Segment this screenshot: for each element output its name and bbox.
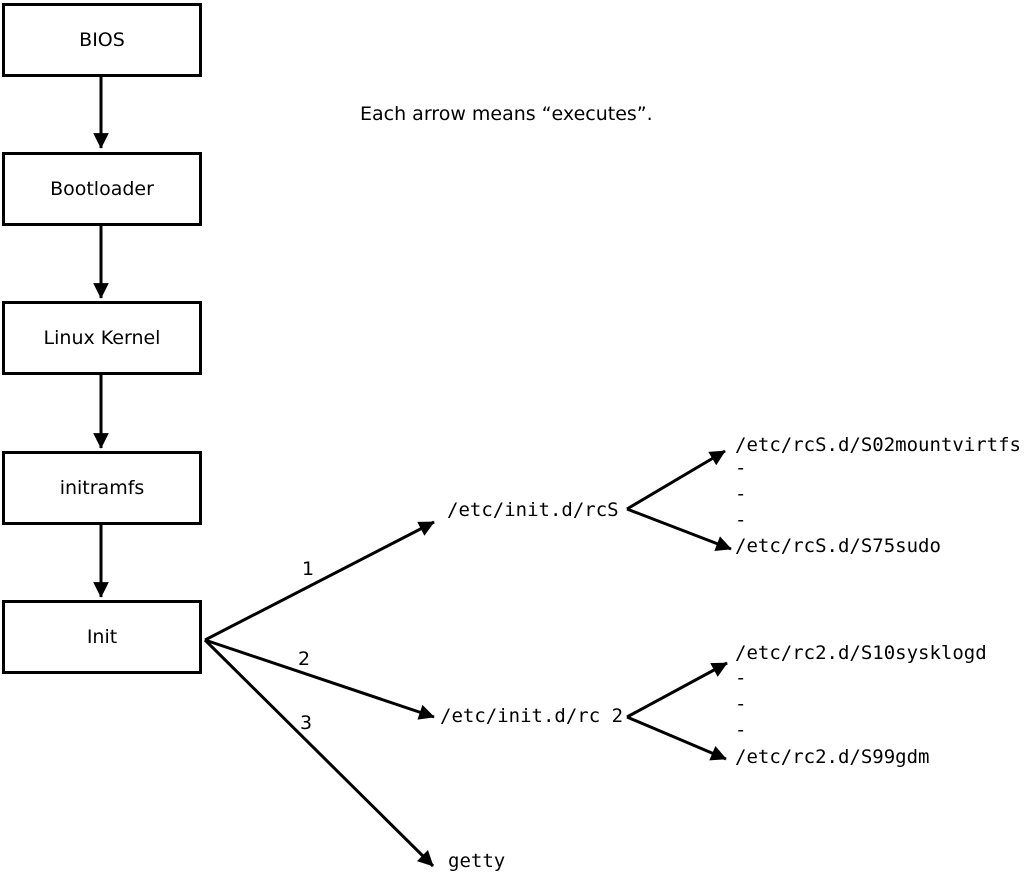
node-init-label: Init bbox=[86, 625, 118, 648]
node-rc2-ellipsis-2: - bbox=[735, 693, 747, 715]
node-initramfs-label: initramfs bbox=[59, 476, 145, 499]
arrow-init-to-rcs bbox=[204, 520, 435, 642]
arrow-rc2-to-s99gdm bbox=[626, 715, 727, 761]
node-rc2-child-s10sysklogd: /etc/rc2.d/S10sysklogd bbox=[735, 642, 987, 664]
node-init: Init bbox=[2, 600, 202, 674]
node-rcs-ellipsis-2: - bbox=[735, 483, 747, 505]
node-rcs-ellipsis-3: - bbox=[735, 509, 747, 531]
node-getty: getty bbox=[448, 850, 506, 872]
diagram-caption: Each arrow means “executes”. bbox=[360, 103, 653, 125]
node-etc-init-rcs: /etc/init.d/rcS bbox=[447, 499, 619, 521]
node-rcs-child-s02mountvirtfs: /etc/rcS.d/S02mountvirtfs bbox=[735, 434, 1021, 456]
node-bios: BIOS bbox=[2, 3, 202, 77]
node-rcs-ellipsis-1: - bbox=[735, 457, 747, 479]
arrow-label-1: 1 bbox=[302, 558, 315, 580]
arrow-label-2: 2 bbox=[298, 648, 311, 670]
node-bootloader: Bootloader bbox=[2, 152, 202, 226]
node-rc2-ellipsis-1: - bbox=[735, 667, 747, 689]
node-linux-kernel-label: Linux Kernel bbox=[43, 326, 161, 349]
arrow-init-to-getty bbox=[203, 638, 435, 868]
node-rc2-ellipsis-3: - bbox=[735, 719, 747, 741]
node-rc2-child-s99gdm: /etc/rc2.d/S99gdm bbox=[735, 746, 930, 768]
arrow-rcs-to-s02mountvirtfs bbox=[626, 449, 726, 511]
node-bios-label: BIOS bbox=[79, 28, 125, 51]
node-rcs-child-s75sudo: /etc/rcS.d/S75sudo bbox=[735, 535, 941, 557]
arrow-label-3: 3 bbox=[300, 712, 313, 734]
arrow-init-to-rc2 bbox=[204, 638, 435, 720]
node-etc-init-rc2: /etc/init.d/rc 2 bbox=[440, 705, 624, 727]
node-linux-kernel: Linux Kernel bbox=[2, 301, 202, 375]
arrow-rcs-to-s75sudo bbox=[626, 507, 732, 551]
node-bootloader-label: Bootloader bbox=[50, 177, 154, 200]
arrow-rc2-to-s10sysklogd bbox=[626, 661, 728, 719]
node-initramfs: initramfs bbox=[2, 451, 202, 525]
